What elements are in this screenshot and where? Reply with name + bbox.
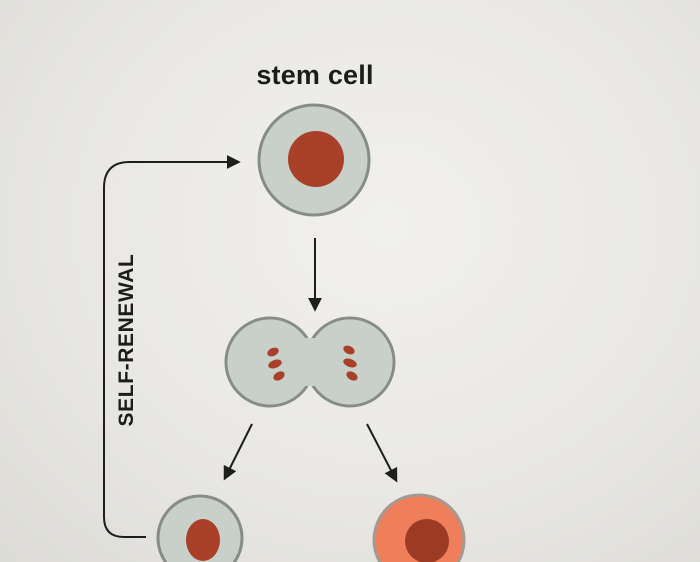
stem-cell-title: stem cell [256,60,374,90]
differentiated-cell [372,493,466,562]
daughter-stem-nucleus [186,519,220,561]
stem-cell [257,103,371,217]
stem-cell-nucleus [288,131,344,187]
arrow-to-differentiated-cell [366,423,398,483]
chromosomes-left [267,347,285,381]
self-renewal-arrow [103,155,241,538]
dividing-cell [224,316,396,408]
differentiated-nucleus [405,519,449,562]
chromosomes-right [343,345,358,381]
arrow-to-self-renewed-cell [223,423,253,481]
daughter-stem-cell [156,494,244,562]
